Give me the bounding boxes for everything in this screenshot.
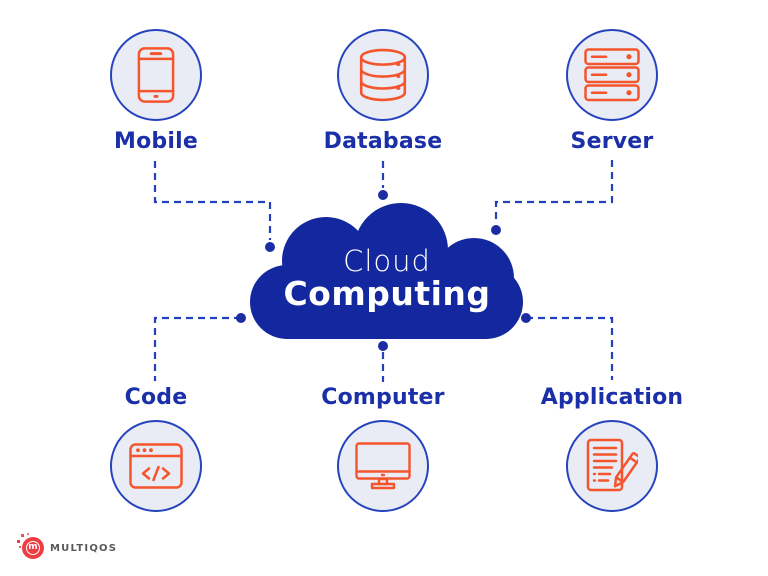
node-label-server: Server [570, 129, 654, 154]
node-code [110, 420, 202, 512]
connector-mobile [153, 161, 272, 240]
connector-dot-mobile [265, 242, 275, 252]
logo-pixel-dot [21, 534, 24, 537]
logo-pixel-dot [27, 533, 29, 535]
connector-dot-database [378, 190, 388, 200]
node-server [566, 29, 658, 121]
node-computer [337, 420, 429, 512]
server-rack-icon [584, 48, 640, 102]
node-mobile [110, 29, 202, 121]
cloud-title-line1: Cloud [343, 244, 431, 278]
connector-code [153, 316, 241, 381]
multiqos-logo-icon: m [17, 533, 44, 559]
cloud-shape [250, 203, 524, 339]
node-application [566, 420, 658, 512]
database-icon [359, 48, 407, 102]
logo-pixel-dot [19, 546, 21, 548]
node-database [337, 29, 429, 121]
connector-server [494, 160, 614, 223]
cloud-title-line2: Computing [283, 274, 491, 313]
desktop-monitor-icon [355, 442, 411, 490]
connector-application [526, 316, 614, 380]
cloud-icon [250, 203, 523, 339]
connector-dot-computer [378, 341, 388, 351]
node-label-computer: Computer [321, 385, 445, 410]
logo-pixel-dot [17, 540, 20, 543]
node-label-application: Application [540, 385, 684, 410]
node-label-code: Code [124, 385, 188, 410]
multiqos-logo: m MULTIQOS [17, 533, 118, 559]
smartphone-icon [137, 47, 175, 103]
logo-wordmark: MULTIQOS [50, 542, 118, 554]
node-label-mobile: Mobile [114, 129, 198, 154]
connector-dot-server [491, 225, 501, 235]
document-pencil-icon [586, 438, 638, 492]
code-window-icon [129, 443, 183, 489]
connector-dot-application [521, 313, 531, 323]
logo-letter: m [26, 541, 40, 555]
connector-dot-code [236, 313, 246, 323]
node-label-database: Database [323, 129, 443, 154]
